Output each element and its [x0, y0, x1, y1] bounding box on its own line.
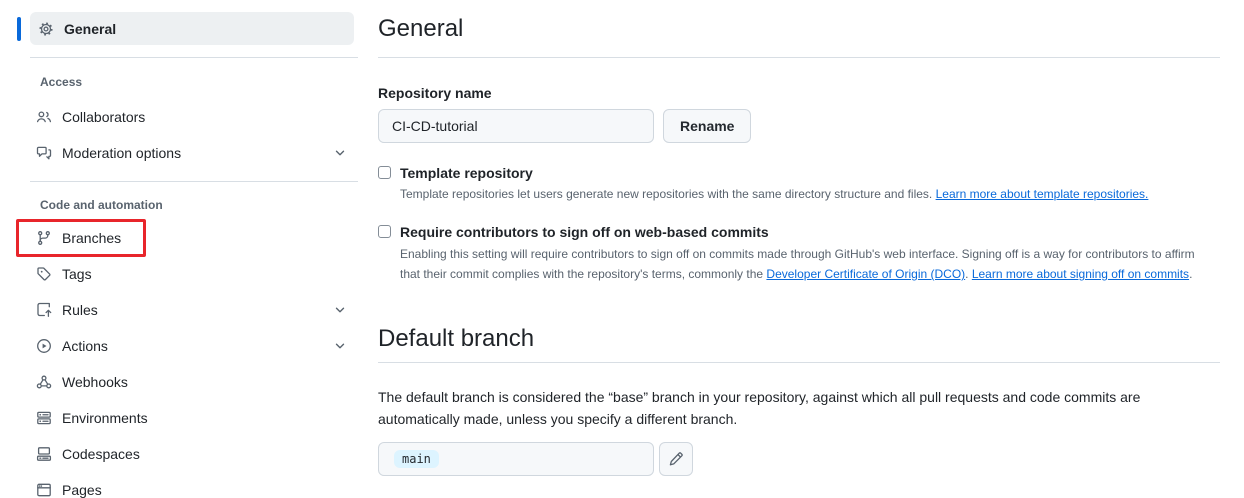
template-repositories-link[interactable]: Learn more about template repositories. — [935, 187, 1149, 201]
settings-sidebar: General Access Collaborators Moderatio — [0, 0, 366, 498]
sidebar-item-branches[interactable]: Branches — [30, 221, 354, 255]
sidebar-item-label: Codespaces — [62, 446, 140, 462]
codespaces-icon — [36, 447, 52, 461]
sidebar-item-label: Collaborators — [62, 109, 146, 125]
sidebar-item-environments[interactable]: Environments — [30, 401, 354, 435]
webhook-icon — [36, 375, 52, 389]
signoff-commits-checkbox[interactable] — [378, 225, 391, 238]
sidebar-item-codespaces[interactable]: Codespaces — [30, 437, 354, 471]
description-text: Enabling this setting will require contr… — [400, 247, 1195, 281]
tag-icon — [37, 267, 51, 281]
sidebar-item-collaborators[interactable]: Collaborators — [30, 100, 354, 134]
sidebar-item-moderation-options[interactable]: Moderation options — [30, 136, 354, 170]
sidebar-item-label: Moderation options — [62, 145, 182, 161]
sidebar-item-label: Branches — [62, 230, 122, 246]
sidebar-item-label: Environments — [62, 410, 148, 426]
rename-button[interactable]: Rename — [663, 109, 752, 143]
code-automation-nav-list: Branches Tags Rules — [0, 221, 366, 498]
description-text: . — [1189, 267, 1193, 281]
settings-main-panel: General Repository name Rename Template … — [378, 0, 1220, 476]
repo-push-icon — [37, 302, 52, 317]
sidebar-item-actions[interactable]: Actions — [30, 329, 354, 363]
description-text: Template repositories let users generate… — [400, 187, 936, 201]
signoff-commits-setting: Require contributors to sign off on web-… — [378, 223, 1220, 284]
sidebar-item-general[interactable]: General — [30, 12, 354, 45]
sidebar-section-code-and-automation: Code and automation — [40, 198, 163, 212]
template-repository-description: Template repositories let users generate… — [400, 185, 1148, 203]
sidebar-item-label: Tags — [62, 266, 92, 282]
signoff-commits-label: Require contributors to sign off on web-… — [400, 224, 769, 240]
branch-name-badge: main — [394, 450, 439, 468]
default-branch-section-heading: Default branch — [378, 324, 1220, 363]
default-branch-description: The default branch is considered the “ba… — [378, 389, 1141, 427]
selected-indicator-bar — [17, 17, 21, 41]
signoff-commits-text: Require contributors to sign off on web-… — [400, 223, 1200, 284]
browser-icon — [37, 483, 51, 497]
play-icon — [37, 339, 51, 353]
comment-discussion-icon — [36, 146, 52, 160]
default-branch-row: main — [378, 442, 1220, 476]
template-repository-text: Template repository Template repositorie… — [400, 164, 1148, 203]
signoff-commits-description: Enabling this setting will require contr… — [400, 244, 1200, 284]
people-icon — [36, 111, 52, 123]
repository-name-row: Rename — [378, 109, 1220, 143]
dco-link[interactable]: Developer Certificate of Origin (DCO) — [766, 267, 966, 281]
edit-default-branch-button[interactable] — [659, 442, 693, 476]
access-nav-list: Collaborators Moderation options — [0, 100, 366, 170]
template-repository-label: Template repository — [400, 165, 533, 181]
sidebar-section-access: Access — [40, 75, 83, 89]
template-repository-checkbox[interactable] — [378, 166, 391, 179]
sidebar-item-tags[interactable]: Tags — [30, 257, 354, 291]
chevron-down-icon — [335, 307, 345, 313]
repository-name-input[interactable] — [378, 109, 654, 143]
template-repository-setting: Template repository Template repositorie… — [378, 164, 1220, 203]
chevron-down-icon — [335, 343, 345, 349]
sidebar-item-label: General — [64, 20, 117, 37]
repository-name-label: Repository name — [378, 85, 492, 101]
sidebar-item-label: Pages — [62, 482, 102, 498]
general-section-heading: General — [378, 14, 1220, 58]
sidebar-item-pages[interactable]: Pages — [30, 473, 354, 498]
sidebar-item-label: Webhooks — [62, 374, 128, 390]
pencil-icon — [669, 452, 683, 466]
sidebar-item-label: Actions — [62, 338, 108, 354]
chevron-down-icon — [335, 150, 345, 156]
sidebar-item-label: Rules — [62, 302, 98, 318]
sidebar-divider — [30, 57, 358, 58]
sidebar-item-webhooks[interactable]: Webhooks — [30, 365, 354, 399]
description-text: . — [965, 267, 972, 281]
sidebar-divider — [30, 181, 358, 182]
gear-icon — [39, 21, 53, 36]
git-branch-icon — [38, 231, 50, 245]
signoff-learn-more-link[interactable]: Learn more about signing off on commits — [971, 267, 1190, 281]
default-branch-field[interactable]: main — [378, 442, 654, 476]
server-icon — [37, 411, 51, 425]
sidebar-item-rules[interactable]: Rules — [30, 293, 354, 327]
